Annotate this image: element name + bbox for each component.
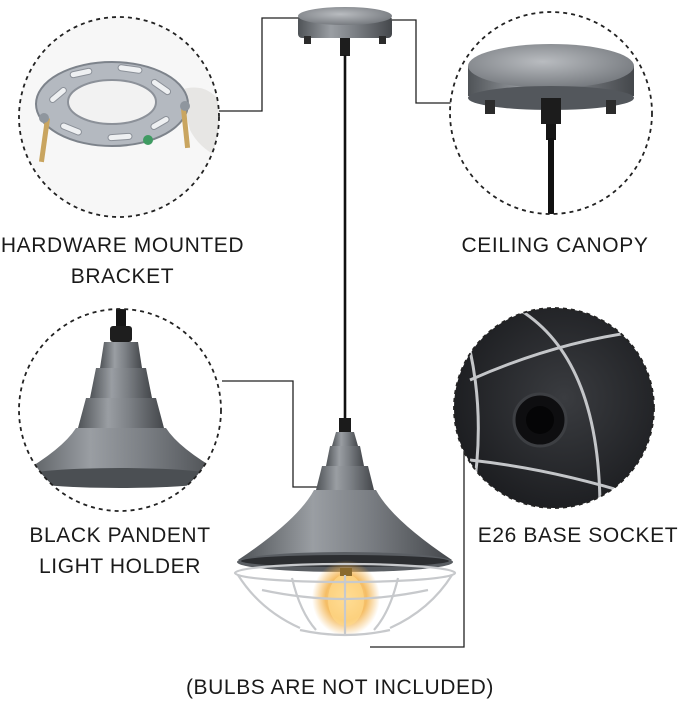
pendant-light [233,7,457,637]
label-hardware-line2: BRACKET [70,265,175,288]
hardware-bracket-detail [18,16,220,218]
label-hardware-line1: HARDWARE MOUNTED [0,234,245,257]
mounting-screws [38,101,191,163]
label-holder-line1: BLACK PANDENT [29,524,211,547]
center-canopy [298,7,392,56]
label-light-holder: BLACK PANDENT LIGHT HOLDER [20,520,220,582]
connector-socket [370,451,465,648]
label-hardware-bracket: HARDWARE MOUNTED BRACKET [0,230,245,292]
connector-lines [219,17,465,648]
label-e26-socket: E26 BASE SOCKET [477,524,679,547]
connector-hardware [219,17,300,112]
label-ceiling-canopy: CEILING CANOPY [461,234,649,257]
label-bulbs-not-included: (BULBS ARE NOT INCLUDED) [185,676,495,699]
wire-cage [233,562,457,637]
label-holder-line2: LIGHT HOLDER [38,555,201,578]
connector-holder [222,380,326,488]
connector-canopy [392,19,452,104]
lamp-shade [237,432,453,572]
e26-socket-detail [453,307,655,509]
ceiling-canopy-detail [449,11,653,215]
light-holder-detail [18,308,222,512]
